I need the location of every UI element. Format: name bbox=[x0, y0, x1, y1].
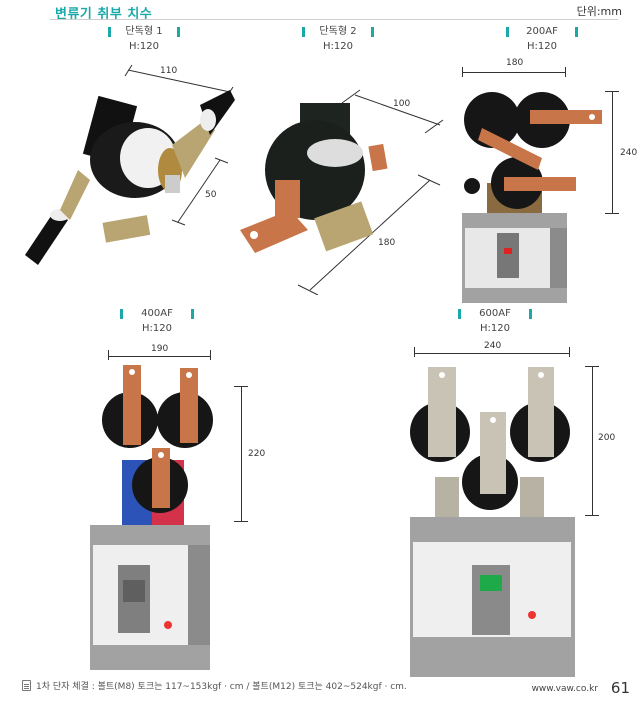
breaker-200af-image bbox=[462, 92, 602, 303]
dimension-tick bbox=[605, 213, 619, 214]
dimension-line bbox=[108, 356, 211, 357]
accent-marker-icon bbox=[302, 26, 305, 37]
dimension-tick bbox=[569, 347, 570, 357]
accent-marker-icon bbox=[458, 308, 461, 319]
accent-marker-icon bbox=[371, 26, 374, 37]
standalone-ct-2-image bbox=[240, 89, 444, 295]
dimension-tick bbox=[414, 347, 415, 357]
item-label-200af: 200AF H:120 bbox=[506, 24, 578, 54]
page-number: 61 bbox=[610, 679, 630, 697]
dimension-length: 180 bbox=[378, 238, 396, 248]
footer-note-text: 1차 단자 체결 : 볼트(M8) 토크는 117~153kgf · cm / … bbox=[36, 682, 407, 692]
item-label-400af: 400AF H:120 bbox=[120, 306, 194, 336]
accent-marker-icon bbox=[120, 308, 123, 319]
website-link[interactable]: www.vaw.co.kr bbox=[531, 684, 598, 694]
breaker-600af-image bbox=[410, 367, 575, 677]
item-name: 200AF bbox=[526, 26, 558, 37]
header-divider bbox=[50, 19, 618, 20]
dimension-tick bbox=[565, 67, 566, 77]
dimension-line bbox=[414, 353, 570, 354]
item-label-standalone-2: 단독형 2 H:120 bbox=[302, 24, 374, 54]
accent-marker-icon bbox=[529, 308, 532, 319]
dimension-width: 180 bbox=[506, 58, 524, 68]
dimension-tick bbox=[234, 386, 248, 387]
dimension-width: 110 bbox=[160, 66, 178, 76]
item-name: 단독형 1 bbox=[125, 26, 163, 37]
dimension-line bbox=[612, 91, 613, 214]
dimension-line bbox=[462, 72, 566, 73]
dimension-height: 240 bbox=[620, 148, 638, 158]
standalone-ct-1-image bbox=[25, 64, 235, 265]
unit-label: 단위:mm bbox=[576, 5, 622, 18]
dimension-tick bbox=[234, 521, 248, 522]
item-height: H:120 bbox=[480, 323, 510, 334]
item-name: 600AF bbox=[479, 308, 511, 319]
item-label-600af: 600AF H:120 bbox=[458, 306, 532, 336]
accent-marker-icon bbox=[506, 26, 509, 37]
item-name: 단독형 2 bbox=[319, 26, 357, 37]
footer-note: 1차 단자 체결 : 볼트(M8) 토크는 117~153kgf · cm / … bbox=[22, 679, 407, 692]
dimension-tick bbox=[605, 91, 619, 92]
page-title: 변류기 취부 치수 bbox=[55, 7, 153, 22]
dimension-width: 190 bbox=[151, 344, 169, 354]
dimension-tick bbox=[585, 515, 599, 516]
document-icon bbox=[22, 680, 31, 691]
item-height: H:120 bbox=[527, 41, 557, 52]
dimension-tick bbox=[462, 67, 463, 77]
item-height: H:120 bbox=[323, 41, 353, 52]
accent-marker-icon bbox=[191, 308, 194, 319]
accent-marker-icon bbox=[177, 26, 180, 37]
dimension-height: 220 bbox=[248, 449, 266, 459]
item-name: 400AF bbox=[141, 308, 173, 319]
dimension-tick bbox=[108, 350, 109, 360]
accent-marker-icon bbox=[575, 26, 578, 37]
dimension-height: 200 bbox=[598, 433, 616, 443]
item-label-standalone-1: 단독형 1 H:120 bbox=[108, 24, 180, 54]
dimension-line bbox=[241, 386, 242, 522]
dimension-width: 240 bbox=[484, 341, 502, 351]
breaker-400af-image bbox=[90, 365, 213, 670]
dimension-depth: 50 bbox=[205, 190, 217, 200]
dimension-tick bbox=[210, 350, 211, 360]
dimension-line bbox=[592, 366, 593, 516]
dimension-tick bbox=[585, 366, 599, 367]
accent-marker-icon bbox=[108, 26, 111, 37]
item-height: H:120 bbox=[129, 41, 159, 52]
item-height: H:120 bbox=[142, 323, 172, 334]
dimension-width: 100 bbox=[393, 99, 411, 109]
